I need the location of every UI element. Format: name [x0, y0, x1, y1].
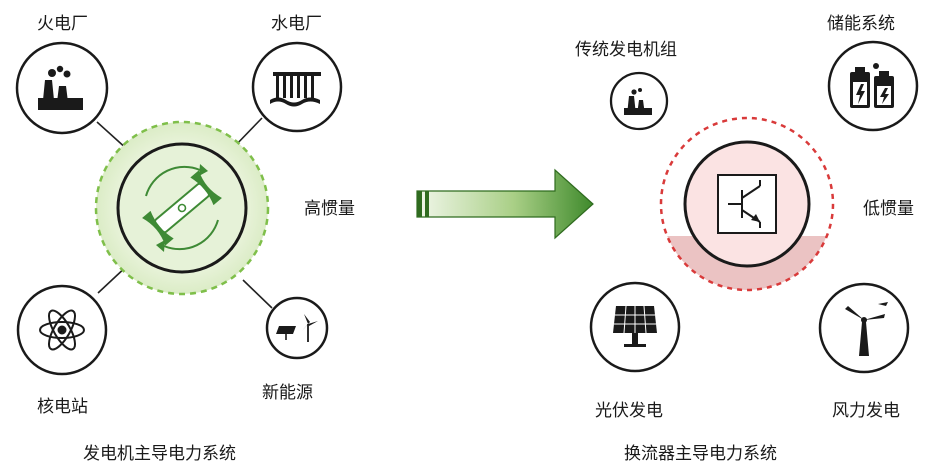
transistor-icon [717, 174, 777, 234]
new-energy-label: 新能源 [262, 383, 313, 403]
wind-node [818, 282, 910, 374]
wind-turbine-icon [845, 302, 888, 356]
rotor-icon [142, 164, 222, 252]
solar-wind-icon [276, 314, 318, 342]
thermal-plant-label: 火电厂 [37, 14, 88, 34]
low-inertia-label: 低惯量 [863, 199, 914, 219]
dam-icon [270, 72, 321, 107]
wind-label: 风力发电 [832, 401, 900, 421]
hydro-plant-label: 水电厂 [271, 14, 322, 34]
storage-label: 储能系统 [827, 14, 895, 34]
transition-arrow [416, 168, 594, 240]
converter-hub [659, 116, 835, 292]
new-energy-node [265, 296, 329, 360]
conventional-generator-node [609, 71, 669, 131]
factory-icon [38, 65, 83, 110]
thermal-plant-node [15, 41, 109, 135]
solar-panel-icon [613, 305, 657, 347]
factory-icon [624, 88, 652, 115]
left-system-caption: 发电机主导电力系统 [83, 444, 236, 464]
nuclear-plant-label: 核电站 [37, 397, 88, 417]
nuclear-plant-node [16, 284, 108, 376]
pv-label: 光伏发电 [595, 401, 663, 421]
pv-node [589, 281, 681, 373]
atom-icon [39, 309, 85, 351]
hydro-plant-node [251, 41, 343, 133]
battery-icon [850, 63, 894, 108]
right-system-caption: 换流器主导电力系统 [624, 444, 777, 464]
storage-node [827, 40, 919, 132]
high-inertia-label: 高惯量 [304, 199, 355, 219]
conventional-generator-label: 传统发电机组 [575, 40, 677, 60]
generator-hub [94, 120, 270, 296]
low-inertia-ring [659, 116, 835, 292]
